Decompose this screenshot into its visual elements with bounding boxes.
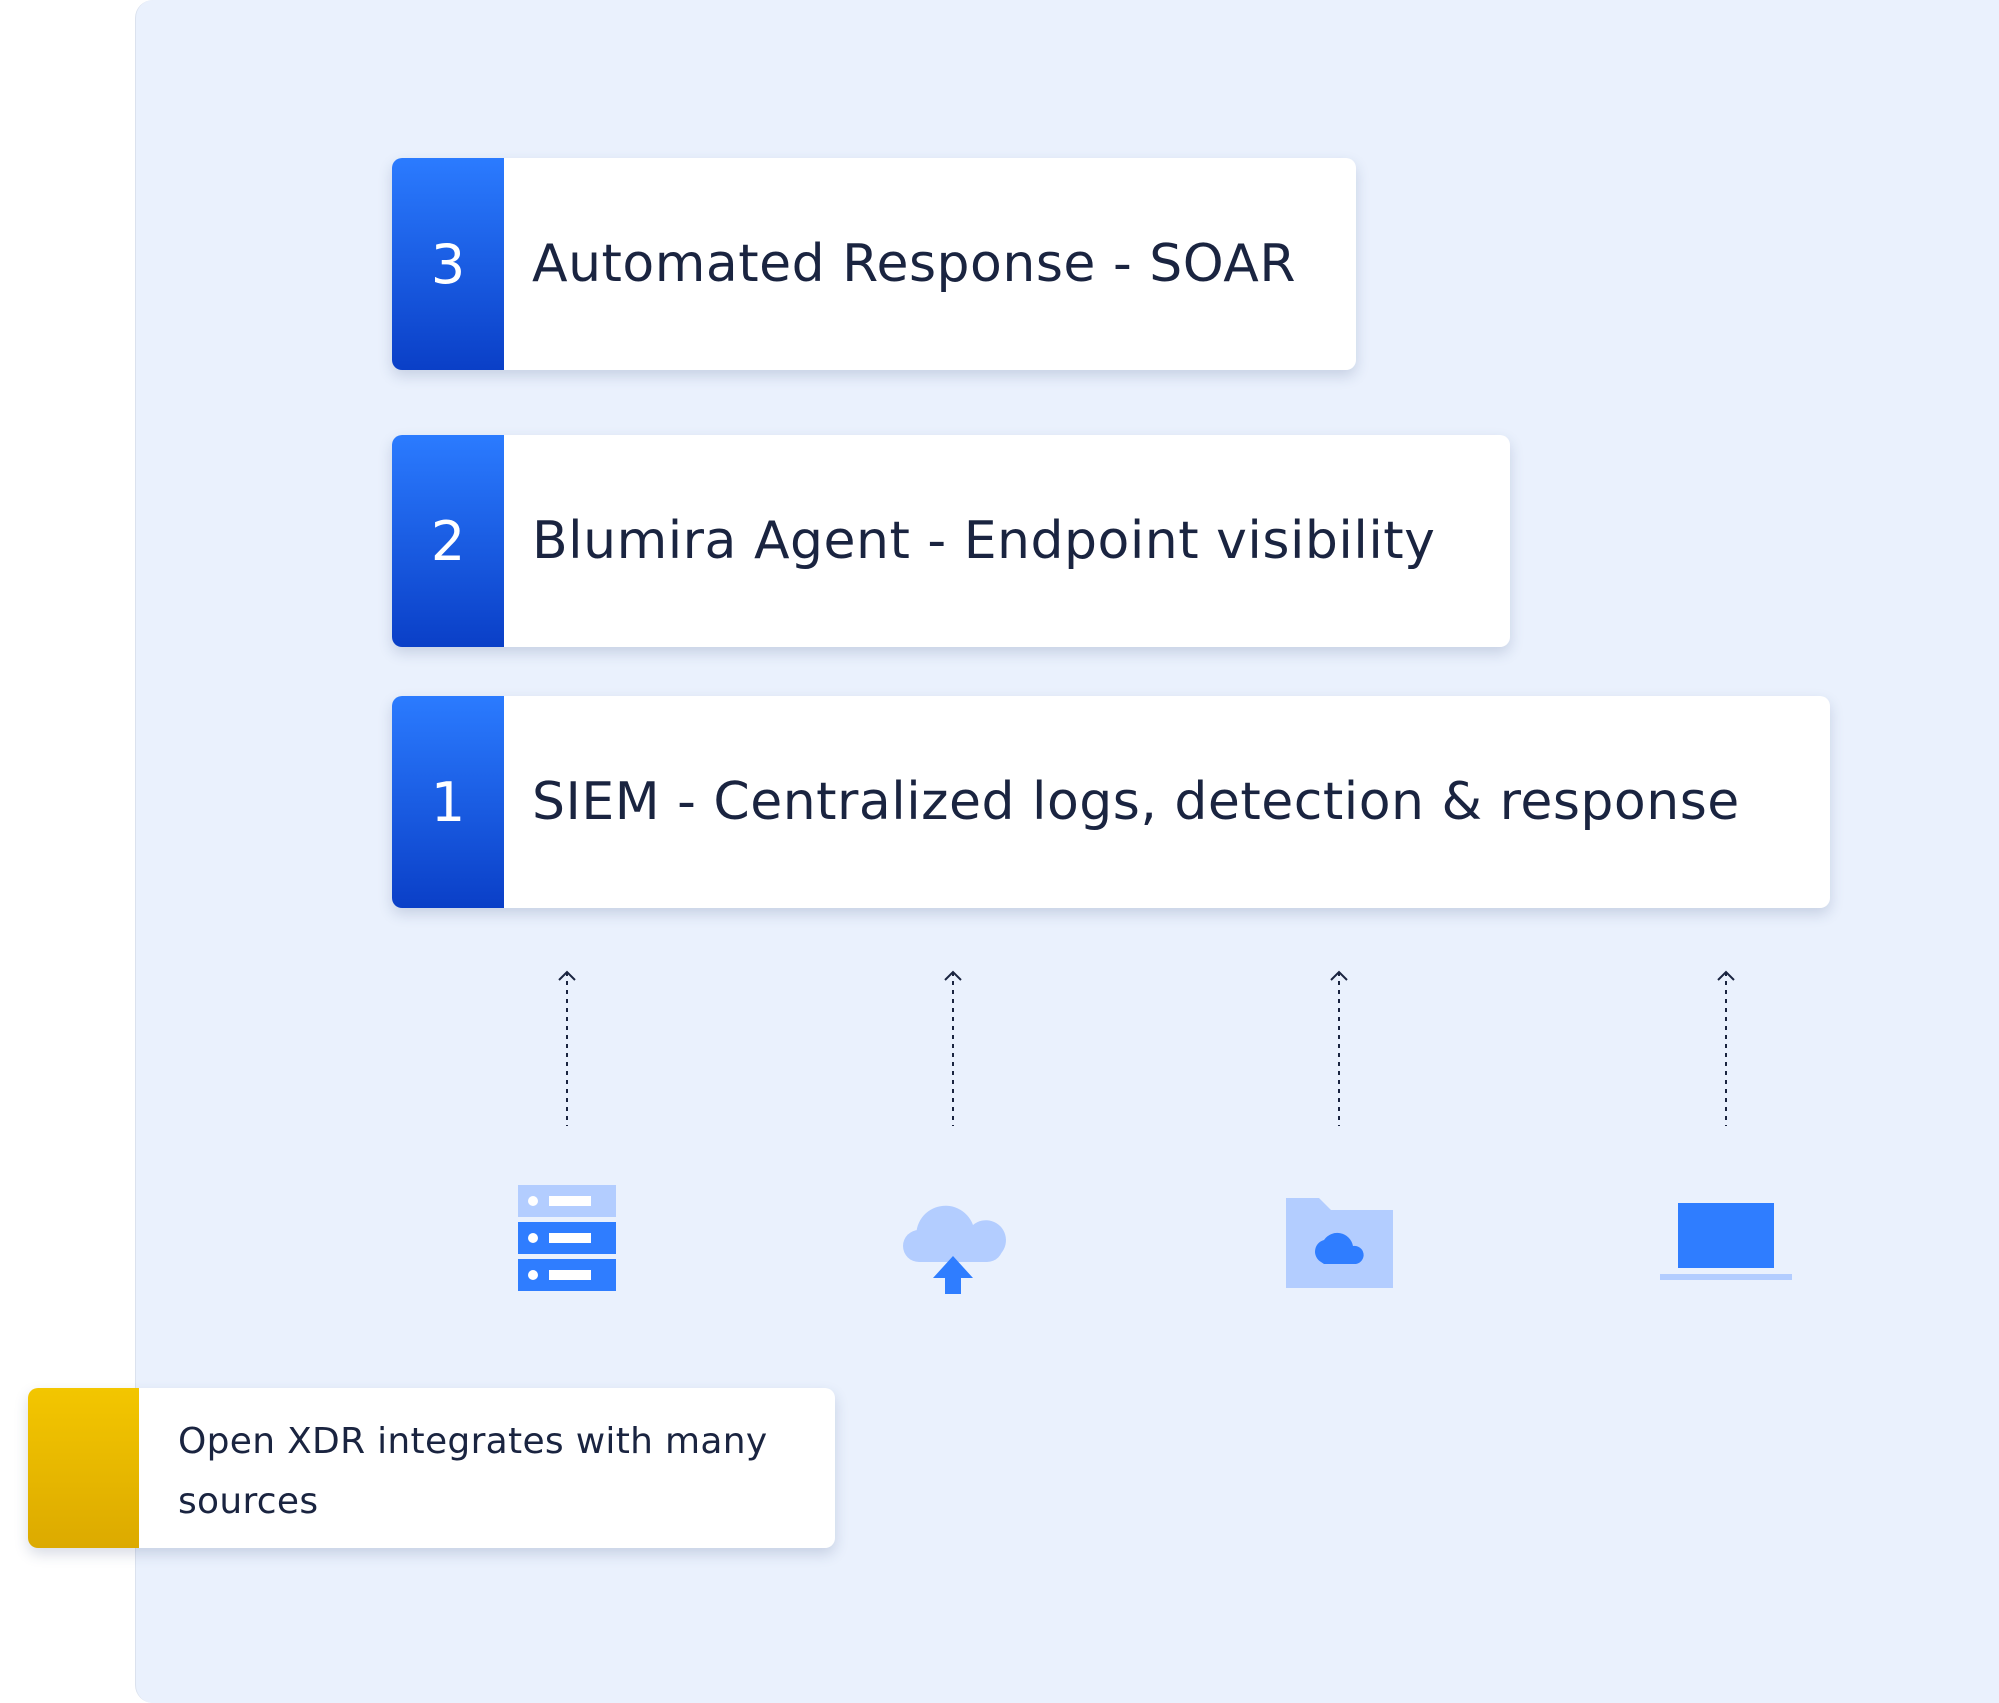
laptop-icon — [1660, 1203, 1792, 1280]
server-icon — [518, 1185, 616, 1291]
layer-number-badge: 3 — [392, 158, 504, 370]
layer-label: SIEM - Centralized logs, detection & res… — [532, 772, 1740, 832]
layer-card-siem: 1 SIEM - Centralized logs, detection & r… — [392, 696, 1830, 908]
cloud-upload-icon — [903, 1205, 1006, 1294]
dotted-up-arrow-icon — [944, 970, 962, 1126]
cloud-folder-icon — [1286, 1198, 1393, 1288]
dotted-up-arrow-icon — [558, 970, 576, 1126]
dotted-up-arrow-icon — [1330, 970, 1348, 1126]
layer-card-agent: 2 Blumira Agent - Endpoint visibility — [392, 435, 1510, 647]
note-accent-bar — [28, 1388, 139, 1548]
layer-number-badge: 1 — [392, 696, 504, 908]
layer-label: Blumira Agent - Endpoint visibility — [532, 511, 1436, 571]
note-text: Open XDR integrates with many sources — [178, 1421, 768, 1522]
layer-number-badge: 2 — [392, 435, 504, 647]
layer-card-soar: 3 Automated Response - SOAR — [392, 158, 1356, 370]
dotted-up-arrow-icon — [1717, 970, 1735, 1126]
layer-label: Automated Response - SOAR — [532, 234, 1296, 294]
integration-note: Open XDR integrates with many sources — [28, 1388, 835, 1548]
